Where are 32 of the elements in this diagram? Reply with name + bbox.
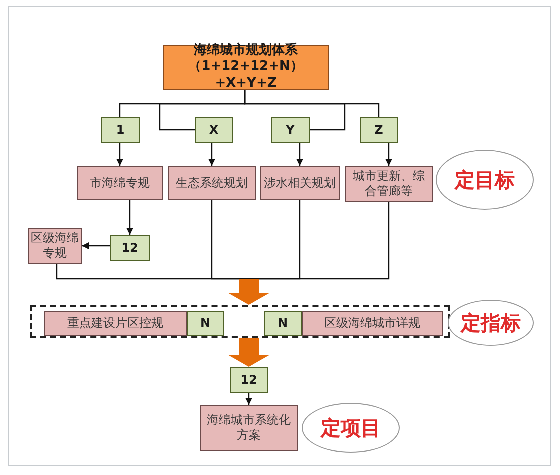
plan-box: 区级海绵城市详规 bbox=[302, 311, 443, 336]
block-arrow bbox=[228, 338, 270, 367]
connector-arrow bbox=[246, 393, 252, 405]
label-box: N bbox=[187, 311, 224, 336]
connector-arrow bbox=[126, 200, 134, 235]
label-box: 12 bbox=[110, 235, 150, 261]
connector-arrow bbox=[82, 242, 110, 250]
connector-line bbox=[249, 202, 390, 280]
plan-box: 涉水相关规划 bbox=[260, 166, 340, 200]
block-arrow bbox=[228, 279, 270, 305]
label-box: Y bbox=[271, 117, 310, 143]
connector-arrow bbox=[386, 143, 392, 166]
plan-box: 区级海绵专规 bbox=[28, 228, 82, 264]
connector-arrow bbox=[296, 143, 304, 166]
plan-box: 市海绵专规 bbox=[77, 166, 163, 200]
label-box: Z bbox=[360, 117, 398, 143]
title-box: 海绵城市规划体系 （1+12+12+N）+X+Y+Z bbox=[163, 45, 329, 90]
stage-ellipse: 定指标 bbox=[448, 300, 534, 346]
label-box: 12 bbox=[230, 367, 268, 393]
plan-box: 重点建设片区控规 bbox=[44, 311, 187, 336]
stage-ellipse: 定项目 bbox=[302, 403, 400, 453]
plan-box: 城市更新、综合管廊等 bbox=[345, 166, 433, 202]
connector-arrow bbox=[208, 143, 216, 166]
label-box: 1 bbox=[101, 117, 140, 143]
connector-line bbox=[211, 200, 249, 280]
connector-arrow bbox=[116, 143, 124, 166]
plan-box: 海绵城市系统化方案 bbox=[200, 405, 298, 451]
stage-ellipse: 定目标 bbox=[436, 150, 534, 210]
label-box: N bbox=[264, 311, 302, 336]
dashed-group-box bbox=[30, 305, 450, 338]
plan-box: 生态系统规划 bbox=[168, 166, 256, 200]
label-box: X bbox=[195, 117, 233, 143]
